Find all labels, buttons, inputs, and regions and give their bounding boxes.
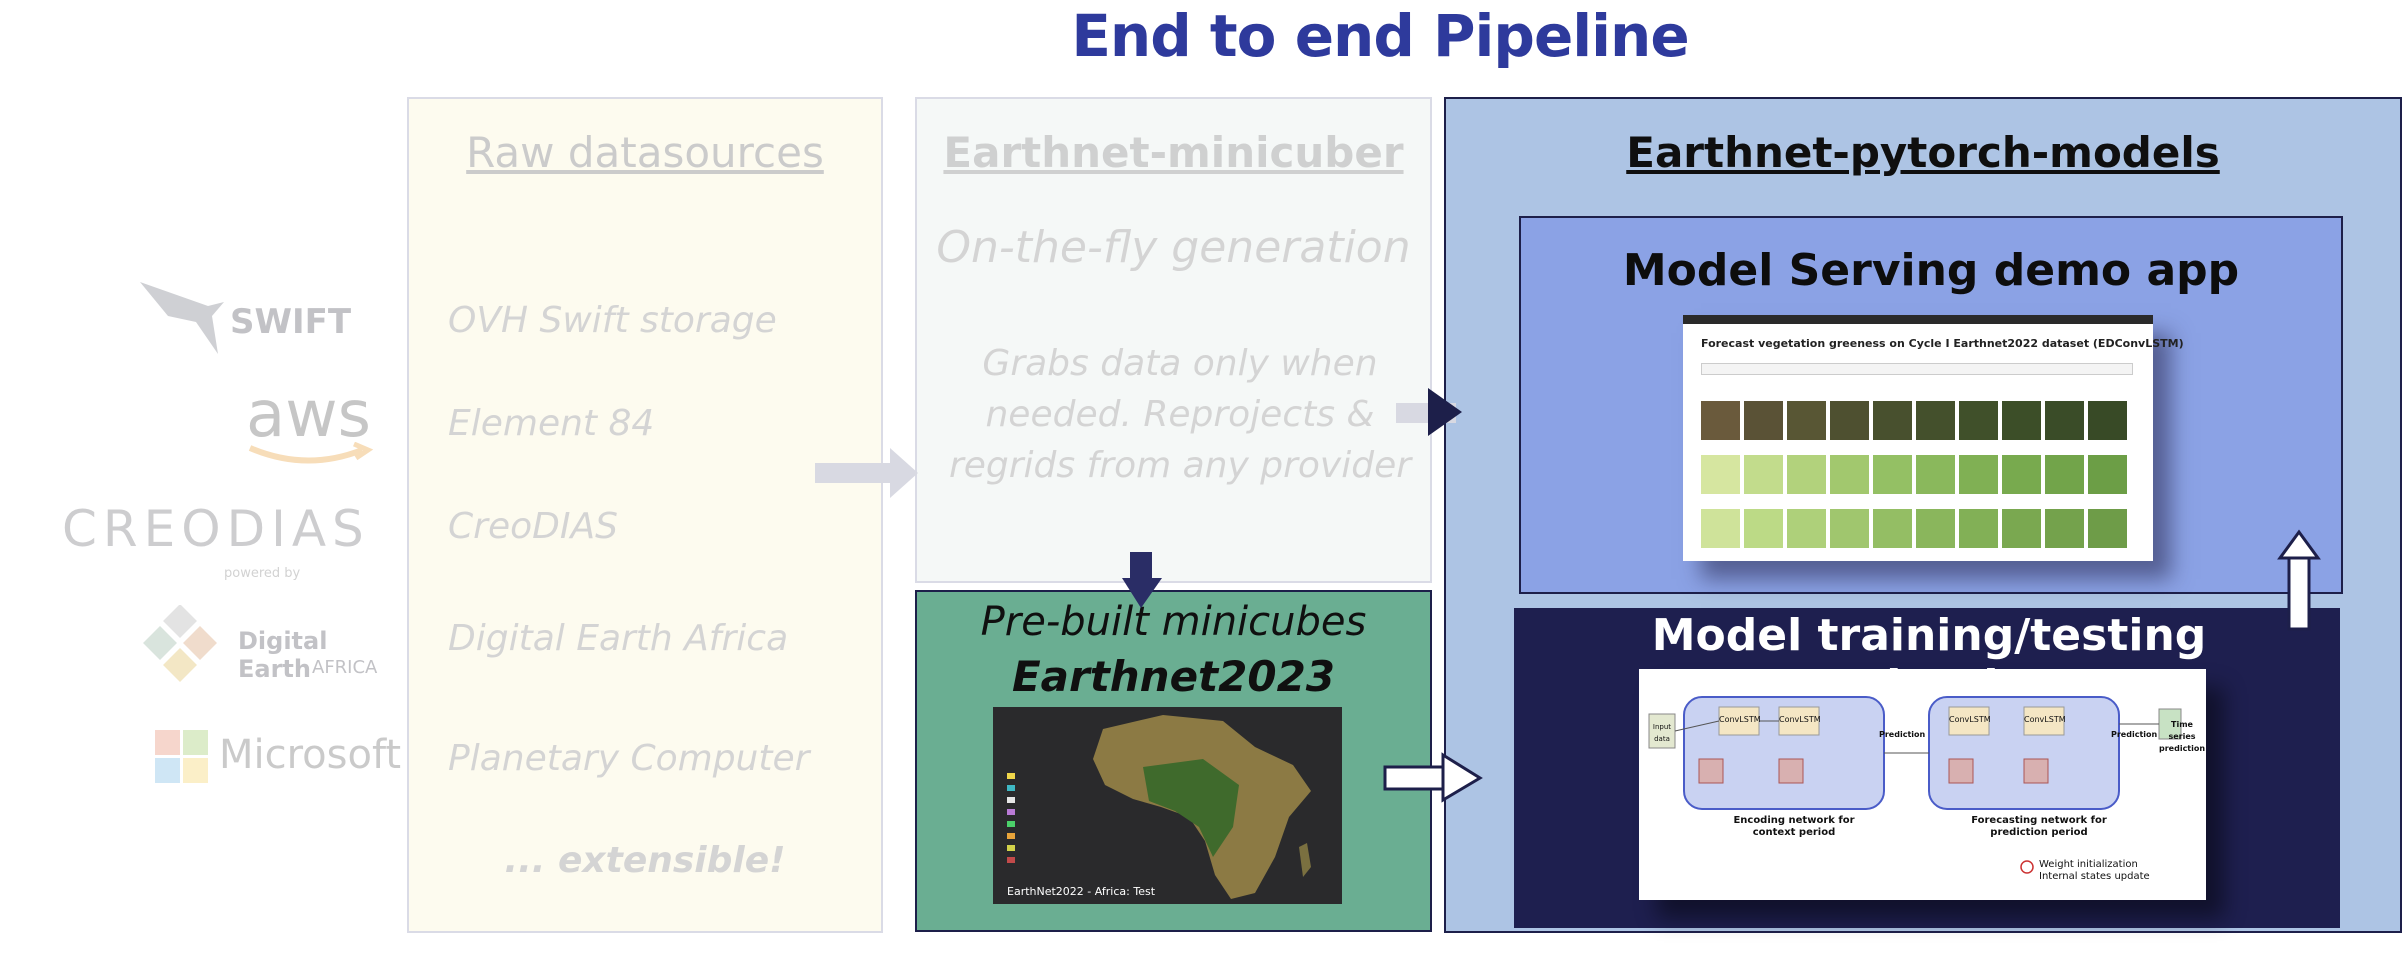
map-caption: EarthNet2022 - Africa: Test	[1007, 885, 1156, 898]
app-tile	[1873, 455, 1912, 494]
cell-label-2: ConvLSTM	[1779, 715, 1821, 724]
convlstm-diagram-icon	[1648, 696, 2182, 874]
aws-logo: aws	[240, 378, 380, 474]
app-tile	[1916, 455, 1955, 494]
app-tile	[1873, 509, 1912, 548]
prediction-label-1: Prediction	[1879, 730, 1926, 739]
app-select	[1701, 363, 2133, 375]
minicuber-panel	[915, 97, 1432, 583]
forecasting-caption: Forecasting network for prediction perio…	[1971, 815, 2107, 838]
encoding-caption: Encoding network for context period	[1733, 815, 1855, 838]
app-tile	[1830, 509, 1869, 548]
app-tile	[1830, 455, 1869, 494]
swift-bird-icon	[140, 282, 224, 354]
cell-label-4: ConvLSTM	[2024, 715, 2066, 724]
creodias-logo: CREODIAS powered by	[62, 500, 370, 581]
raw-item-creodias: CreoDIAS	[448, 506, 618, 547]
models-heading: Earthnet-pytorch-models	[1626, 128, 2220, 177]
aws-smile-icon	[248, 442, 374, 464]
app-tile	[2045, 401, 2084, 440]
serving-app-screenshot: Forecast vegetation greeness on Cycle I …	[1683, 315, 2184, 561]
app-tile	[1744, 509, 1783, 548]
architecture-diagram: Encoding network for context period Fore…	[1639, 669, 2206, 900]
app-tile	[2088, 509, 2127, 548]
app-tile	[1787, 509, 1826, 548]
app-tile	[2002, 401, 2041, 440]
minicuber-heading: Earthnet-minicuber	[943, 128, 1404, 177]
app-tile	[2088, 401, 2127, 440]
app-tile	[1744, 455, 1783, 494]
app-tile	[1744, 401, 1783, 440]
app-tile	[1787, 455, 1826, 494]
minicuber-subtitle: On-the-fly generation	[936, 222, 1411, 273]
app-tile	[1701, 401, 1740, 440]
raw-item-planetary: Planetary Computer	[448, 738, 810, 779]
app-tile	[1959, 509, 1998, 548]
app-tile	[1959, 455, 1998, 494]
app-tile	[1916, 401, 1955, 440]
swift-logo: SWIFT	[138, 276, 388, 358]
minicuber-description: Grabs data only when needed. Reprojects …	[948, 343, 1412, 486]
raw-item-element84: Element 84	[448, 403, 655, 444]
legend-states: Internal states update	[2039, 871, 2150, 882]
africa-map-image: EarthNet2022 - Africa: Test	[993, 707, 1342, 904]
app-tile	[2088, 455, 2127, 494]
africa-map-icon	[1007, 715, 1311, 899]
prediction-label-2: Prediction	[2111, 730, 2158, 739]
digital-earth-logo: Digital Earth AFRICA	[140, 605, 390, 695]
input-label: Input data	[1652, 723, 1672, 743]
app-tile	[1787, 401, 1826, 440]
cell-label-1: ConvLSTM	[1719, 715, 1761, 724]
microsoft-logo: Microsoft	[155, 730, 405, 790]
app-tile	[1830, 401, 1869, 440]
raw-datasources-heading: Raw datasources	[466, 128, 824, 177]
raw-datasources-panel	[407, 97, 883, 933]
prebuilt-heading: Pre-built minicubes	[980, 599, 1367, 645]
page-title: End to end Pipeline	[1071, 2, 1689, 70]
raw-item-digital-earth: Digital Earth Africa	[448, 618, 789, 659]
app-title: Forecast vegetation greeness on Cycle I …	[1701, 337, 2184, 350]
app-tile	[2045, 455, 2084, 494]
microsoft-squares-icon	[155, 730, 208, 783]
digital-earth-diamond-icon	[143, 605, 217, 682]
app-browser-bar	[1683, 315, 2153, 324]
serving-heading: Model Serving demo app	[1622, 245, 2240, 296]
app-tile	[1701, 509, 1740, 548]
prebuilt-dataset-name: Earthnet2023	[1011, 652, 1336, 701]
raw-footer: ... extensible!	[504, 840, 786, 881]
app-tile	[1873, 401, 1912, 440]
raw-item-ovh: OVH Swift storage	[448, 300, 777, 341]
app-tile	[2002, 455, 2041, 494]
legend-weight: Weight initialization	[2039, 859, 2138, 870]
app-tile	[1916, 509, 1955, 548]
app-tile	[1959, 401, 1998, 440]
time-series-label: Time series prediction	[2159, 720, 2206, 753]
app-tile	[2002, 509, 2041, 548]
app-tile	[1701, 455, 1740, 494]
cell-label-3: ConvLSTM	[1949, 715, 1991, 724]
app-tile	[2045, 509, 2084, 548]
